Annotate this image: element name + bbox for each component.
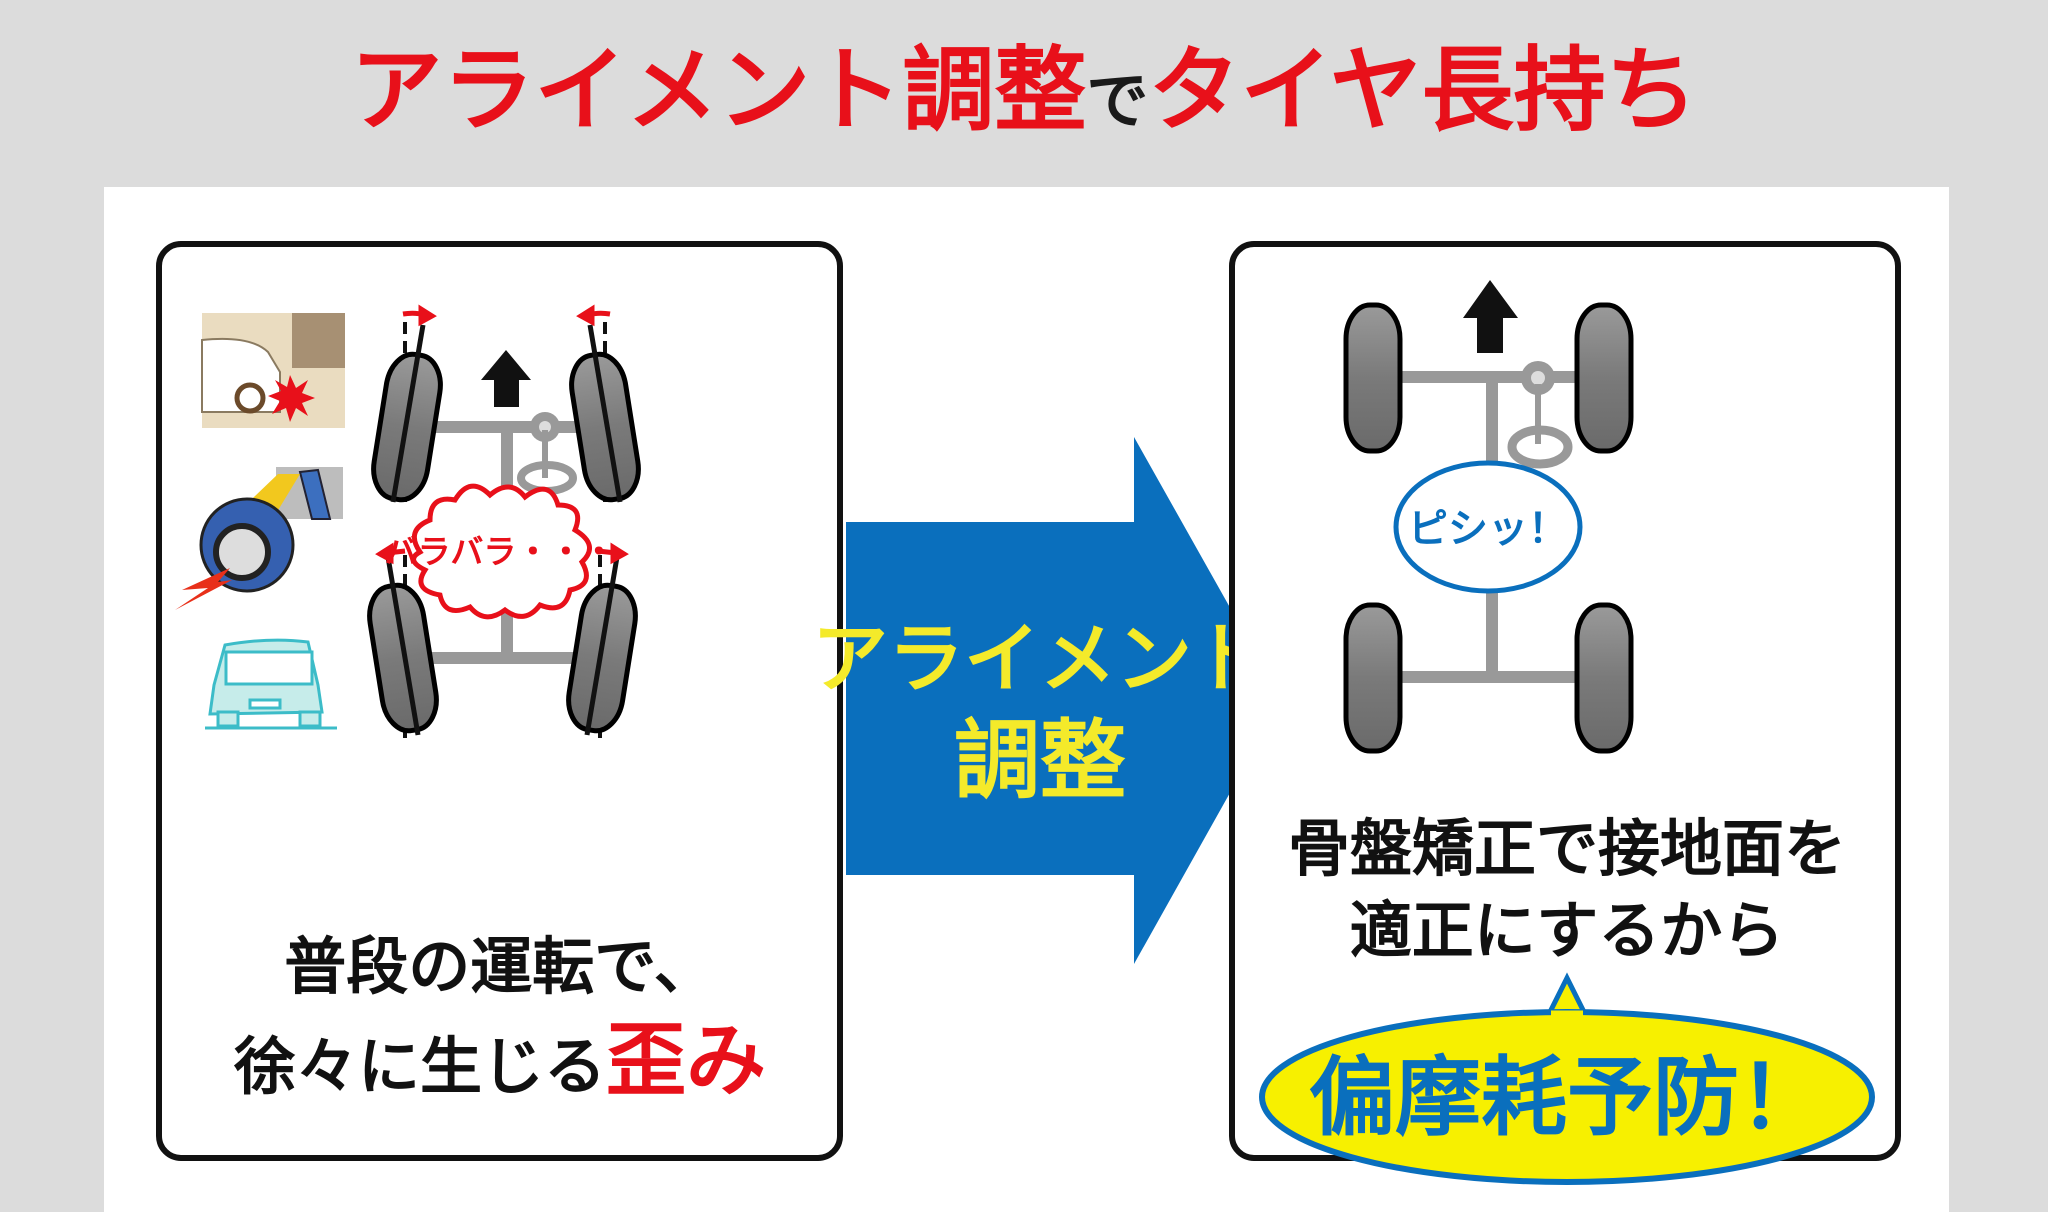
distortion-highlight: 歪み	[606, 1014, 766, 1107]
burst-shape	[411, 483, 592, 620]
left-card: バラバラ・・・ 普段の運転で、 徐々に生じる歪み	[156, 241, 843, 1161]
arrow-label-line1: アライメント	[812, 614, 1268, 703]
forward-arrow-icon	[1463, 280, 1518, 353]
snap-bubble-text: ピシッ！	[1408, 506, 1568, 552]
car-tilted-illustration	[205, 638, 337, 730]
burst-text: バラバラ・・・	[385, 532, 616, 571]
alignment-arrow: アライメント 調整	[812, 437, 1282, 964]
right-caption-line2: 適正にするから	[1350, 894, 1785, 967]
right-card: ピシッ！ 骨盤矯正で接地面を 適正にするから	[1229, 241, 1901, 1161]
tire-curb-illustration	[175, 467, 343, 610]
left-caption-text: 徐々に生じる	[233, 1030, 606, 1103]
forward-arrow-icon	[481, 350, 531, 407]
right-caption-line1: 骨盤矯正で接地面を	[1288, 812, 1846, 885]
page-title: アライメント調整でタイヤ長持ち	[350, 37, 1697, 144]
title-part2: で	[1086, 64, 1148, 137]
arrow-label-line2: 調整	[954, 711, 1126, 811]
uneven-wear-prevention-callout: 偏摩耗予防！	[1259, 972, 1875, 1185]
left-caption-line1: 普段の運転で、	[284, 930, 716, 1003]
left-caption-line2: 徐々に生じる歪み	[233, 1014, 766, 1107]
car-crash-illustration	[201, 313, 345, 428]
misaligned-chassis-diagram: バラバラ・・・	[365, 304, 643, 738]
title-part3: タイヤ長持ち	[1148, 37, 1697, 144]
callout-text: 偏摩耗予防！	[1309, 1048, 1825, 1148]
title-part1: アライメント調整	[350, 37, 1086, 144]
aligned-chassis-diagram: ピシッ！	[1346, 280, 1631, 751]
